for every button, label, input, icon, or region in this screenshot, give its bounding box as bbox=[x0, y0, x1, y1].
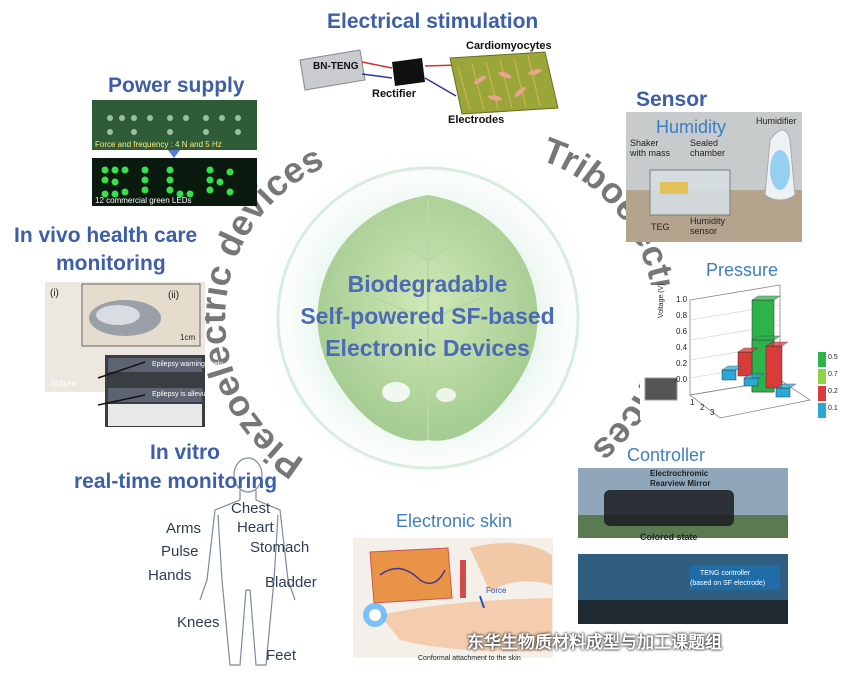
pressure-bar bbox=[737, 351, 753, 377]
sensor-title: Sensor bbox=[636, 88, 708, 111]
pressure-bar-top bbox=[721, 365, 743, 371]
pressure-bar bbox=[721, 369, 737, 381]
electronic-skin-figure bbox=[353, 538, 553, 658]
teg-label: TEG bbox=[651, 222, 670, 232]
legend-swatch bbox=[818, 403, 826, 418]
power-supply-title: Power supply bbox=[108, 74, 245, 97]
electronic-skin-title: Electronic skin bbox=[396, 511, 513, 531]
row-tick-label: 1 bbox=[690, 398, 695, 407]
controller-photos bbox=[578, 468, 788, 624]
in-vivo-title-line2: monitoring bbox=[56, 252, 166, 275]
scale-bar-label: 1cm bbox=[180, 333, 196, 342]
power-supply-panel bbox=[92, 100, 257, 206]
pressure-chart bbox=[640, 284, 835, 420]
in-vivo-title-line1: In vivo health care bbox=[14, 224, 198, 247]
body-part-chest: Chest bbox=[231, 500, 271, 517]
row-tick-label: 3 bbox=[710, 408, 715, 417]
legend-label: 0.1 bbox=[828, 405, 838, 412]
electrical-stimulation-figure bbox=[299, 49, 559, 115]
center-title-line3: Electronic Devices bbox=[325, 335, 530, 361]
conformal-caption: Conformal attachment to the skin bbox=[418, 655, 521, 662]
pressure-bar-top bbox=[775, 383, 797, 389]
center-ring bbox=[276, 166, 580, 470]
body-part-hands: Hands bbox=[148, 567, 192, 584]
in-vivo-marker-i: (i) bbox=[50, 288, 59, 299]
y-tick-label: 0.6 bbox=[676, 327, 688, 336]
colored-state-label: Colored state bbox=[640, 532, 698, 542]
mirror-label-line2: Rearview Mirror bbox=[650, 479, 711, 488]
sealed-chamber-label: Sealed chamber bbox=[690, 138, 726, 158]
humidifier-label: Humidifier bbox=[756, 116, 797, 126]
center-title-line1: Biodegradable bbox=[347, 271, 508, 297]
controller-title: Controller bbox=[627, 445, 706, 465]
body-part-feet: Feet bbox=[266, 647, 297, 664]
mulberry-leaf-image bbox=[317, 195, 538, 441]
body-part-knees: Knees bbox=[177, 614, 220, 631]
pressure-bar bbox=[743, 377, 759, 387]
in-vivo-marker-ii: (ii) bbox=[168, 290, 180, 301]
body-part-heart: Heart bbox=[237, 519, 274, 536]
in-vivo-photo bbox=[45, 282, 205, 427]
bn-teng-block bbox=[299, 49, 366, 91]
electrodes-label: Electrodes bbox=[448, 114, 505, 126]
legend-label: 0.2 bbox=[828, 388, 838, 395]
y-tick-label: 1.0 bbox=[676, 295, 688, 304]
legend-label: 0.5 bbox=[828, 354, 838, 361]
humidity-label: Humidity bbox=[656, 117, 727, 137]
electrical-stimulation-title: Electrical stimulation bbox=[327, 10, 539, 33]
force-label: Force bbox=[486, 586, 507, 595]
led-array bbox=[101, 166, 234, 198]
rectifier-block bbox=[392, 58, 425, 86]
led-caption: 12 commercial green LEDs bbox=[95, 196, 192, 205]
y-tick-label: 0.8 bbox=[676, 311, 688, 320]
humidity-sensor-photo bbox=[626, 112, 802, 242]
legend-label: 0.7 bbox=[828, 371, 838, 378]
suture-label: Suture bbox=[50, 378, 77, 388]
cardiomyocytes-label: Cardiomyocytes bbox=[466, 40, 552, 52]
rectifier-label: Rectifier bbox=[372, 88, 417, 100]
center-title-line2: Self-powered SF-based bbox=[300, 303, 555, 329]
center-title: Biodegradable Self-powered SF-based Elec… bbox=[255, 268, 600, 364]
force-frequency-caption: Force and frequency : 4 N and 5 Hz bbox=[95, 140, 222, 149]
body-part-pulse: Pulse bbox=[161, 543, 199, 560]
body-part-stomach: Stomach bbox=[250, 539, 310, 556]
teng-controller-line1: TENG controller bbox=[700, 570, 751, 577]
humidity-sensor-label: Humidity sensor bbox=[690, 216, 726, 236]
y-tick-label: 0.2 bbox=[676, 359, 688, 368]
pressure-bar bbox=[765, 345, 783, 389]
in-vitro-title-line2: real-time monitoring bbox=[74, 470, 278, 493]
pressure-bar-top bbox=[751, 295, 781, 301]
teng-controller-line2: (based on SF electrode) bbox=[690, 580, 766, 587]
legend-swatch bbox=[818, 369, 826, 384]
mirror-label-line1: Electrochromic bbox=[650, 469, 709, 478]
body-part-bladder: Bladder bbox=[265, 574, 317, 591]
in-vitro-title-line1: In vitro bbox=[150, 441, 221, 464]
pressure-bar bbox=[775, 387, 791, 398]
bn-teng-label: BN-TENG bbox=[313, 61, 359, 72]
watermark-text: 东华生物质材料成型与加工课题组 bbox=[467, 633, 722, 653]
electrode-array bbox=[449, 51, 559, 115]
legend-swatch bbox=[818, 352, 826, 367]
row-tick-label: 2 bbox=[700, 403, 705, 412]
legend-swatch bbox=[818, 386, 826, 401]
body-part-arms: Arms bbox=[166, 520, 201, 537]
y-tick-label: 0.0 bbox=[676, 375, 688, 384]
y-tick-label: 0.4 bbox=[676, 343, 688, 352]
human-body-outline bbox=[199, 457, 296, 666]
pressure-label: Pressure bbox=[706, 260, 779, 280]
pressure-bar-top bbox=[737, 347, 759, 353]
voltage-axis-label: Voltage (V) bbox=[658, 283, 665, 318]
shaker-label: Shaker with mass bbox=[630, 138, 671, 158]
pressure-bar-top bbox=[751, 335, 781, 341]
epilepsy-warning-text: Epilepsy warning! Help bbox=[152, 361, 224, 368]
epilepsy-alleviated-text: Epilepsy is alleviated. bbox=[152, 391, 219, 398]
pressure-bar-top bbox=[765, 341, 789, 347]
pressure-bar-top bbox=[743, 373, 765, 379]
